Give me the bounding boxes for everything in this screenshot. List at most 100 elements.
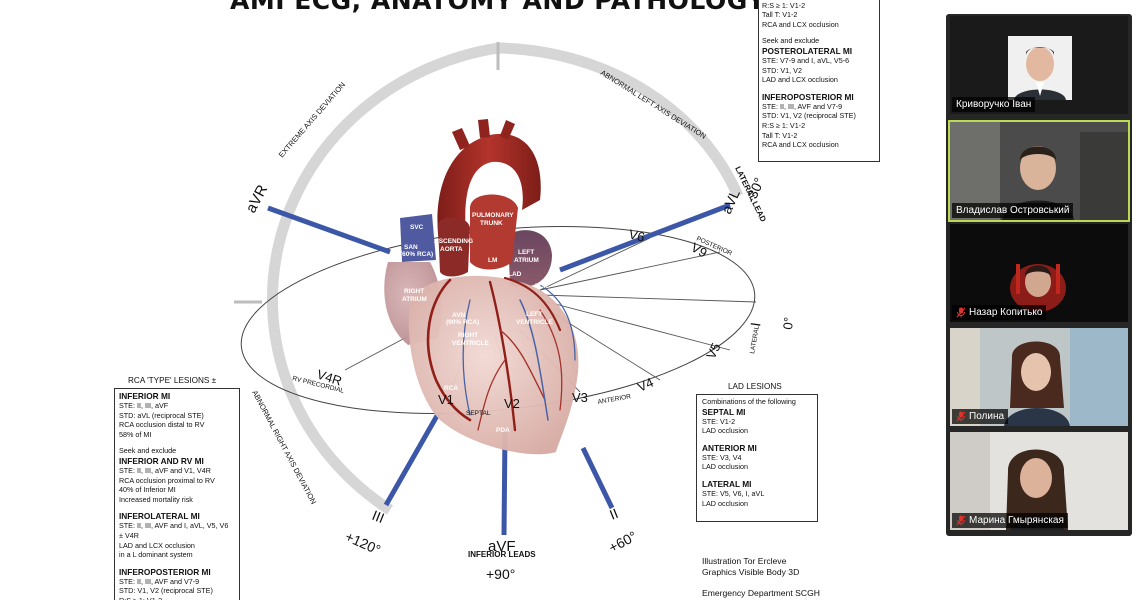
- arc-left-axis: ABNORMAL LEFT AXIS DEVIATION: [599, 68, 708, 141]
- participant-tile-active-speaker[interactable]: Владислав Островський: [948, 120, 1130, 222]
- label-left-ventricle-1: LEFT: [526, 311, 542, 318]
- plane-label-anterior: ANTERIOR: [597, 393, 632, 406]
- vessel-branch-3: [539, 309, 563, 411]
- lead-bar-iii: [383, 412, 441, 507]
- participant-name-tag: Марина Гмырянская: [952, 513, 1068, 528]
- lead-label-lateral: LATERAL: [749, 325, 761, 355]
- participant-name: Владислав Островський: [956, 205, 1070, 216]
- lead-label-iii-deg: +120°: [343, 528, 383, 558]
- label-avn-pct: (90% RCA): [446, 319, 479, 326]
- lesion-criteria-line: LAD and LCX occlusion: [119, 540, 195, 550]
- vessel-rca: [426, 278, 472, 422]
- label-apex: APEX: [560, 441, 578, 448]
- slide-title: AMI ECG, ANATOMY AND PATHOLOGY: [230, 0, 766, 15]
- lesion-heading: INFEROLATERAL MI: [119, 511, 200, 522]
- lead-label-v3: V3: [572, 390, 588, 405]
- lesion-heading: POSTEROLATERAL MI: [762, 45, 853, 56]
- lesion-criteria-line: ± V4R: [119, 530, 139, 540]
- lead-label-i-deg: 0°: [780, 316, 796, 330]
- participant-tile[interactable]: Криворучко Іван: [950, 16, 1128, 114]
- lead-label-v4: V4: [635, 375, 656, 395]
- aortic-branch-1: [452, 128, 470, 150]
- vessel-lad: [488, 280, 517, 432]
- label-rca: RCA: [444, 385, 458, 392]
- label-pulmonary-1: PULMONARY: [472, 212, 514, 219]
- lesion-criteria-line: R:S ≥ 1: V1-2: [119, 596, 235, 600]
- vessel-lcx: [503, 276, 562, 332]
- vessel-vein-2: [462, 299, 471, 416]
- lead-label-avf-deg: +90°: [486, 566, 515, 582]
- label-lm: LM: [488, 257, 497, 264]
- lead-label-ii-deg: +60°: [606, 528, 639, 556]
- participant-name-tag: Криворучко Іван: [952, 97, 1036, 112]
- plane-label-septal: SEPTAL: [466, 410, 491, 417]
- participant-tile[interactable]: Назар Копитько: [950, 224, 1128, 322]
- lead-bar-ii: [580, 446, 615, 510]
- pulmonary-trunk: [470, 194, 518, 270]
- vessel-vein-3: [539, 284, 576, 361]
- label-left-atrium-2: ATRIUM: [514, 257, 539, 264]
- lesion-criteria-line: STD: V1, V2 (reciprocal STE): [762, 111, 856, 121]
- lad-box-caption: LAD LESIONS: [728, 382, 782, 391]
- slide-credits: Illustration Tor Ercleve Graphics Visibl…: [702, 556, 820, 599]
- lead-label-v9: V9: [689, 240, 710, 261]
- ring-arc-left: [266, 42, 499, 515]
- label-right-ventricle-2: VENTRICLE: [452, 340, 490, 347]
- aortic-branch-2: [478, 119, 490, 138]
- label-pda: PDA: [496, 427, 510, 434]
- lesion-criteria-line: RCA occlusion proximal to RV: [119, 475, 215, 485]
- label-lad: LAD: [508, 271, 522, 278]
- lesion-criteria-line: STD: V1, V2 (reciprocal STE): [119, 586, 213, 596]
- lesion-criteria-line: RCA and LCX occlusion: [762, 140, 839, 150]
- lesion-criteria-line: in a L dominant system: [119, 550, 193, 560]
- lesion-section: STD: V1-2 (reciprocal STE)R:S ≥ 1: V1-2T…: [762, 0, 876, 29]
- lesion-criteria-line: Tall T: V1-2: [762, 130, 798, 140]
- lesion-criteria-line: RCA and LCX occlusion: [762, 19, 839, 29]
- lesion-criteria-line: LAD occlusion: [702, 426, 748, 436]
- participant-tile[interactable]: Полина: [950, 328, 1128, 426]
- lesion-criteria-line: STE: II, III, AVF and V7-9: [119, 576, 200, 586]
- lesion-heading: SEPTAL MI: [702, 406, 746, 417]
- ascending-aorta: [438, 217, 470, 277]
- lesion-heading: INFEROPOSTERIOR MI: [762, 91, 854, 102]
- label-right-ventricle-1: RIGHT: [458, 332, 478, 339]
- lead-label-avr: aVR: [243, 182, 272, 216]
- lesion-criteria-line: STE: V1-2: [702, 416, 736, 426]
- coronary-vessels: [426, 276, 576, 432]
- participant-name: Назар Копитько: [969, 307, 1043, 318]
- lesion-criteria-line: STE: V3, V4: [702, 452, 742, 462]
- lesion-heading: ANTERIOR MI: [702, 442, 757, 453]
- lead-label-iii: III: [370, 507, 387, 526]
- lead-bar-avl: [559, 202, 731, 273]
- credit-department: Emergency Department SCGH: [702, 588, 820, 598]
- lesion-criteria-line: R:S ≥ 1: V1-2: [762, 120, 806, 130]
- lesion-criteria-line: STE: V5, V6, I, aVL: [702, 488, 765, 498]
- heart-illustration: SVC SAN (60% RCA) ASCENDING AORTA PULMON…: [384, 119, 579, 455]
- lesion-criteria-line: Tall T: V1-2: [762, 10, 798, 20]
- label-left-atrium-1: LEFT: [518, 249, 534, 256]
- label-san: SAN: [404, 244, 418, 251]
- label-left-ventricle-2: VENTRICLE: [516, 319, 554, 326]
- left-atrium-shape: [508, 230, 552, 287]
- participant-name-tag: Назар Копитько: [952, 305, 1047, 320]
- credit-illustration: Illustration Tor Ercleve: [702, 556, 787, 566]
- lead-label-v4r: V4R: [315, 367, 344, 389]
- mic-muted-icon: [956, 307, 966, 318]
- label-right-atrium-2: ATRIUM: [402, 296, 427, 303]
- aortic-branch-3: [500, 120, 515, 140]
- lesion-criteria-line: STE: II, III, AVF and I, aVL, V5, V6: [119, 521, 229, 531]
- lesion-criteria-line: STD: aVL (reciprocal STE): [119, 410, 204, 420]
- participant-tile[interactable]: Марина Гмырянская: [950, 432, 1128, 530]
- participant-name: Марина Гмырянская: [969, 515, 1064, 526]
- rca-box-caption: RCA 'TYPE' LESIONS ±: [128, 376, 217, 385]
- lesion-criteria-line: RCA occlusion distal to RV: [119, 420, 205, 430]
- lesion-heading: INFEROPOSTERIOR MI: [119, 566, 211, 577]
- lead-label-v1: V1: [438, 392, 454, 407]
- label-svc: SVC: [410, 224, 424, 231]
